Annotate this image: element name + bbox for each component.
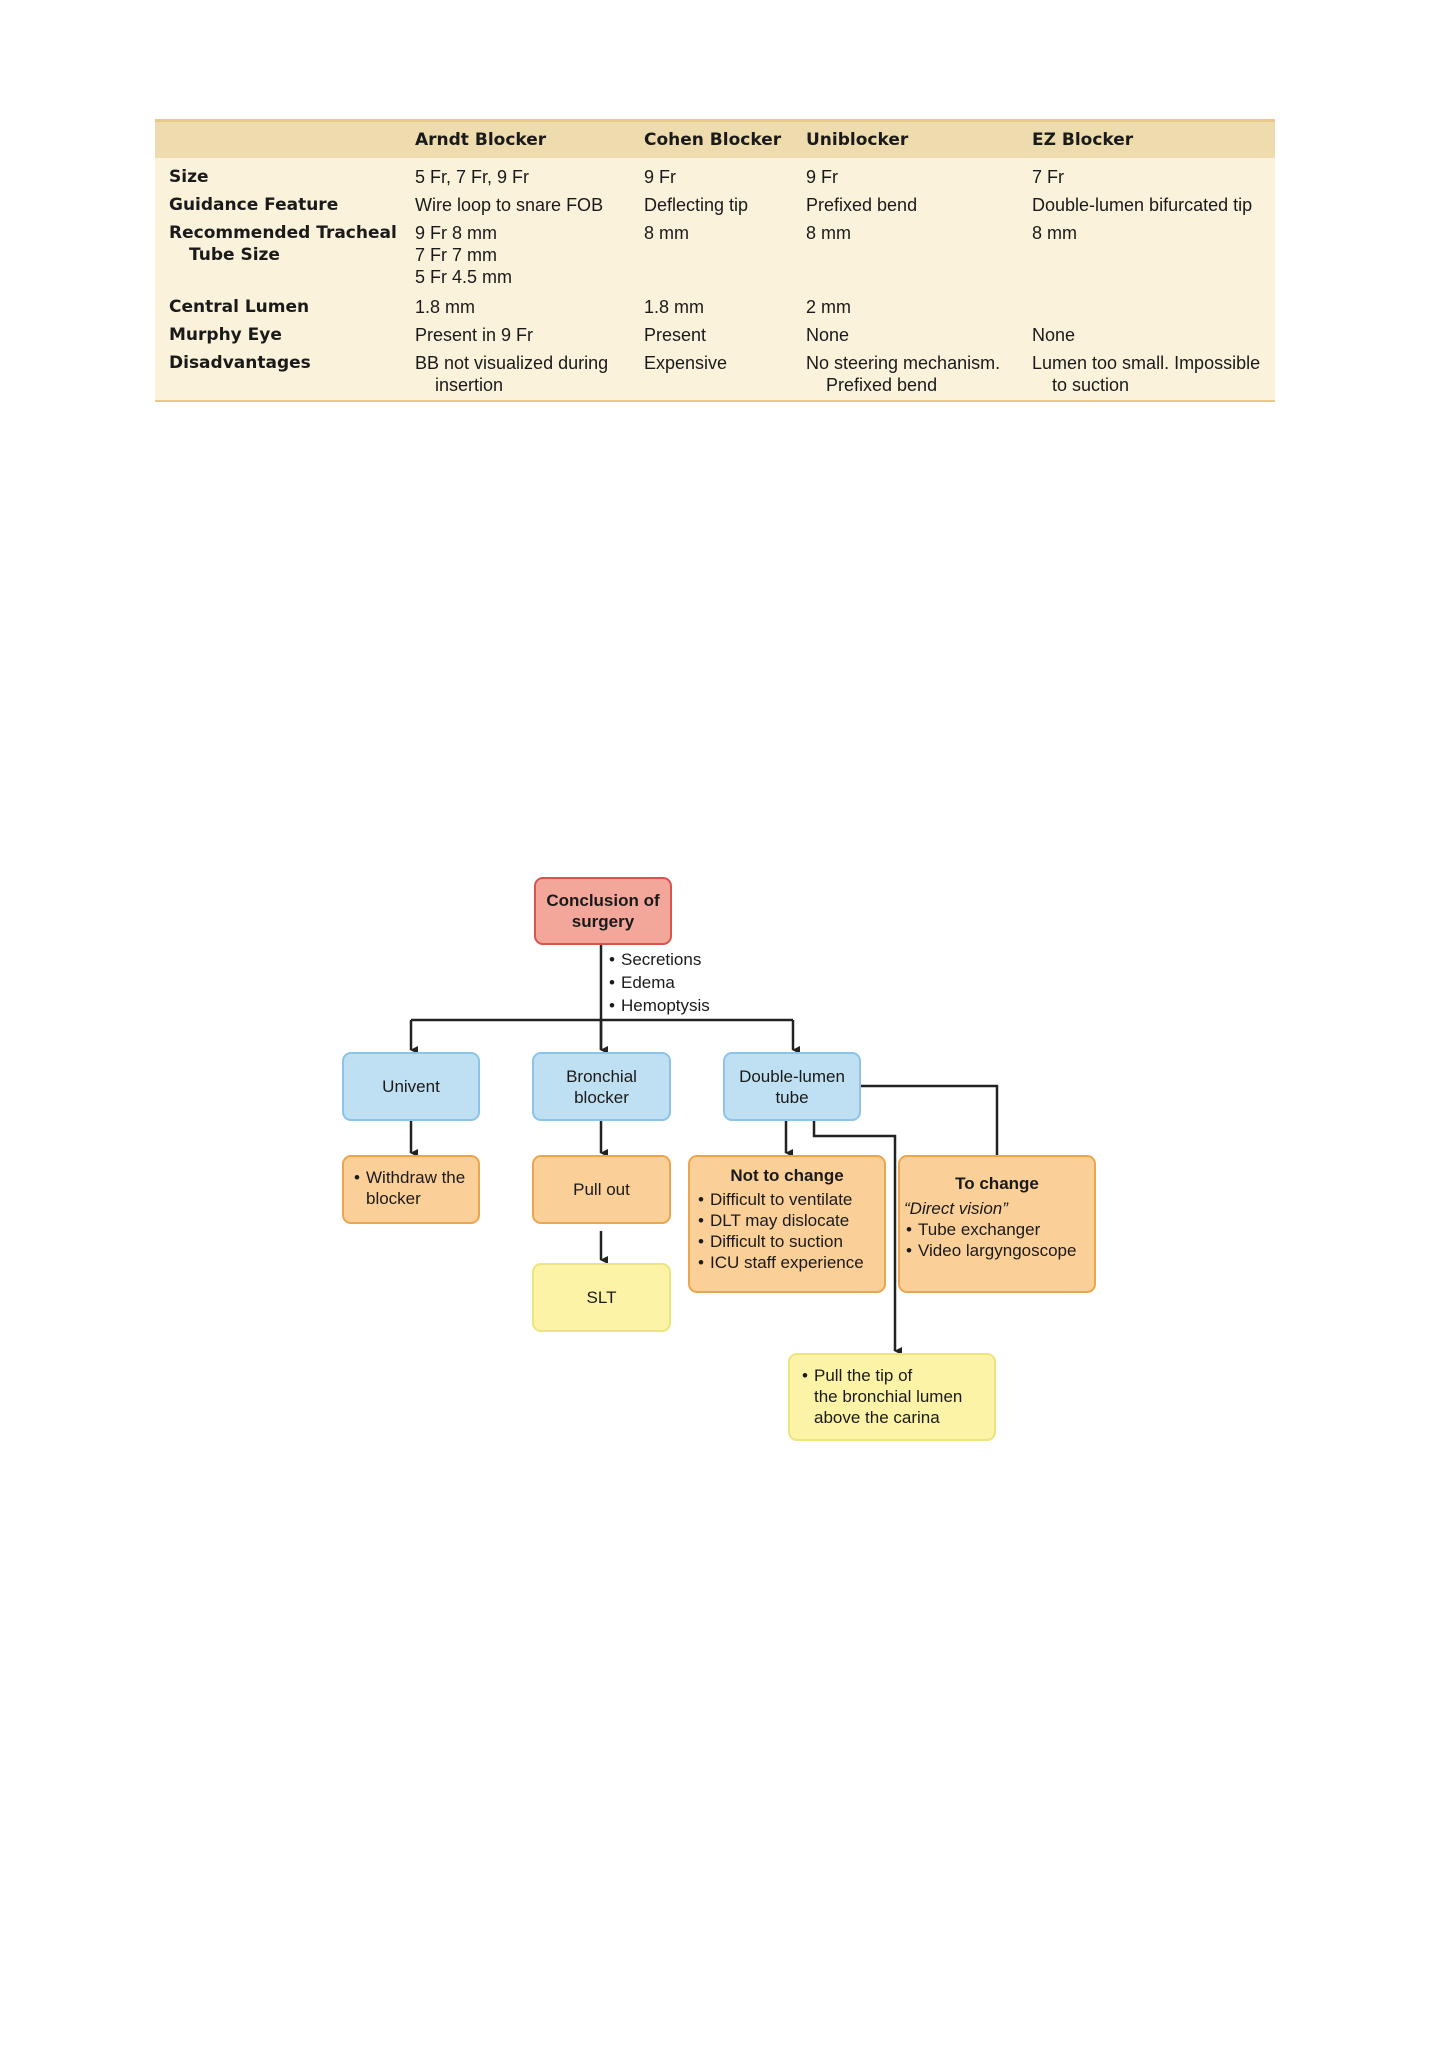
disadv-line: Lumen too small. Impossible: [1032, 353, 1261, 373]
box-pull-tip: Pull the tip of the bronchial lumen abov…: [788, 1353, 996, 1441]
box-text: blocker: [574, 1087, 629, 1107]
row-label-tube-size: Recommended Tracheal Tube Size: [169, 222, 397, 266]
box-withdraw-blocker: Withdraw the blocker: [342, 1155, 480, 1224]
cell-lumen-arndt: 1.8 mm: [415, 297, 476, 317]
table-header-row: [155, 122, 1275, 158]
box-text: Bronchial: [566, 1066, 637, 1086]
row-label-disadvantages: Disadvantages: [169, 353, 311, 373]
cell-disadv-cohen: Expensive: [644, 353, 728, 373]
list-item: Video largyngoscope: [904, 1240, 1090, 1261]
box-conclusion-of-surgery: Conclusion of surgery: [534, 877, 672, 945]
col-header-uniblocker: Uniblocker: [806, 130, 909, 150]
list-item: Difficult to suction: [696, 1231, 878, 1252]
row-label-guidance: Guidance Feature: [169, 195, 339, 215]
box-title: Not to change: [730, 1166, 844, 1185]
box-text-line: blocker: [366, 1189, 421, 1208]
cell-lumen-cohen: 1.8 mm: [644, 297, 705, 317]
row-label-central-lumen: Central Lumen: [169, 297, 310, 317]
cell-murphy-uni: None: [806, 325, 850, 345]
row-label-size: Size: [169, 167, 209, 187]
box-text-line: Pull the tip of: [814, 1366, 913, 1385]
tube-size-line: 9 Fr 8 mm: [415, 223, 498, 243]
disadv-line: No steering mechanism.: [806, 353, 1001, 373]
cell-lumen-uni: 2 mm: [806, 297, 851, 317]
box-text: Conclusion of: [546, 891, 660, 910]
list-item: Difficult to ventilate: [696, 1189, 878, 1210]
reasons-list: Secretions Edema Hemoptysis: [607, 948, 710, 1017]
disadv-line: to suction: [1052, 375, 1130, 395]
cell-tube-size-cohen: 8 mm: [644, 223, 689, 243]
box-bronchial-blocker: Bronchial blocker: [532, 1052, 671, 1121]
box-text: tube: [775, 1087, 809, 1107]
cell-size-uni: 9 Fr: [806, 167, 839, 187]
disadv-line: Prefixed bend: [826, 375, 938, 395]
cell-guidance-ez: Double-lumen bifurcated tip: [1032, 195, 1253, 215]
box-text: Withdraw the blocker: [352, 1167, 470, 1209]
reason-item: Secretions: [607, 948, 710, 971]
col-header-ez: EZ Blocker: [1032, 130, 1134, 150]
box-slt: SLT: [532, 1263, 671, 1332]
box-title: To change: [955, 1174, 1039, 1193]
row-label-murphy-eye: Murphy Eye: [169, 325, 282, 345]
box-double-lumen-tube: Double-lumen tube: [723, 1052, 861, 1121]
cell-guidance-uni: Prefixed bend: [806, 195, 918, 215]
box-text: Double-lumen: [739, 1066, 845, 1086]
list-item: ICU staff experience: [696, 1252, 878, 1273]
box-to-change: To change “Direct vision” Tube exchanger…: [898, 1155, 1096, 1293]
box-text-line: the bronchial lumen: [814, 1387, 963, 1406]
col-header-arndt: Arndt Blocker: [415, 130, 547, 150]
cell-size-cohen: 9 Fr: [644, 167, 677, 187]
box-text-line: above the carina: [814, 1408, 940, 1427]
box-not-to-change: Not to change Difficult to ventilate DLT…: [688, 1155, 886, 1293]
reason-item: Hemoptysis: [607, 994, 710, 1017]
cell-guidance-arndt: Wire loop to snare FOB: [415, 195, 604, 215]
box-pull-out: Pull out: [532, 1155, 671, 1224]
flowchart-connectors: [409, 945, 1004, 1355]
tube-size-line: 7 Fr 7 mm: [415, 245, 498, 265]
box-text-line: Withdraw the: [366, 1168, 466, 1187]
connector-arrow: [812, 1119, 902, 1355]
cell-tube-size-ez: 8 mm: [1032, 223, 1077, 243]
cell-disadv-uni: No steering mechanism. Prefixed bend: [806, 352, 1000, 396]
reason-item: Edema: [607, 971, 710, 994]
box-subtitle: “Direct vision”: [904, 1199, 1008, 1218]
cell-disadv-arndt: BB not visualized during insertion: [415, 352, 608, 396]
cell-tube-size-uni: 8 mm: [806, 223, 851, 243]
cell-disadv-ez: Lumen too small. Impossible to suction: [1032, 352, 1260, 396]
cell-tube-size-arndt: 9 Fr 8 mm 7 Fr 7 mm 5 Fr 4.5 mm: [415, 222, 512, 288]
cell-murphy-ez: None: [1032, 325, 1076, 345]
tube-size-line: 5 Fr 4.5 mm: [415, 267, 513, 287]
box-univent: Univent: [342, 1052, 480, 1121]
cell-murphy-arndt: Present in 9 Fr: [415, 325, 534, 345]
row-label-tube-size-line1: Recommended Tracheal: [169, 223, 397, 243]
col-header-cohen: Cohen Blocker: [644, 130, 782, 150]
box-text: surgery: [571, 912, 635, 931]
row-label-tube-size-line2: Tube Size: [189, 245, 280, 265]
box-text: Pull the tip of the bronchial lumen abov…: [800, 1365, 984, 1428]
list-item: Tube exchanger: [904, 1219, 1090, 1240]
cell-murphy-cohen: Present: [644, 325, 707, 345]
cell-guidance-cohen: Deflecting tip: [644, 195, 749, 215]
disadv-line: BB not visualized during: [415, 353, 609, 373]
blocker-comparison-table: Arndt Blocker Cohen Blocker Uniblocker E…: [155, 119, 1275, 402]
disadv-line: insertion: [435, 375, 504, 395]
cell-size-arndt: 5 Fr, 7 Fr, 9 Fr: [415, 167, 530, 187]
extubation-flowchart: Conclusion of surgery Secretions Edema H…: [339, 855, 1096, 1441]
connector-arrow: [861, 1084, 1004, 1167]
cell-size-ez: 7 Fr: [1032, 167, 1065, 187]
list-item: DLT may dislocate: [696, 1210, 878, 1231]
